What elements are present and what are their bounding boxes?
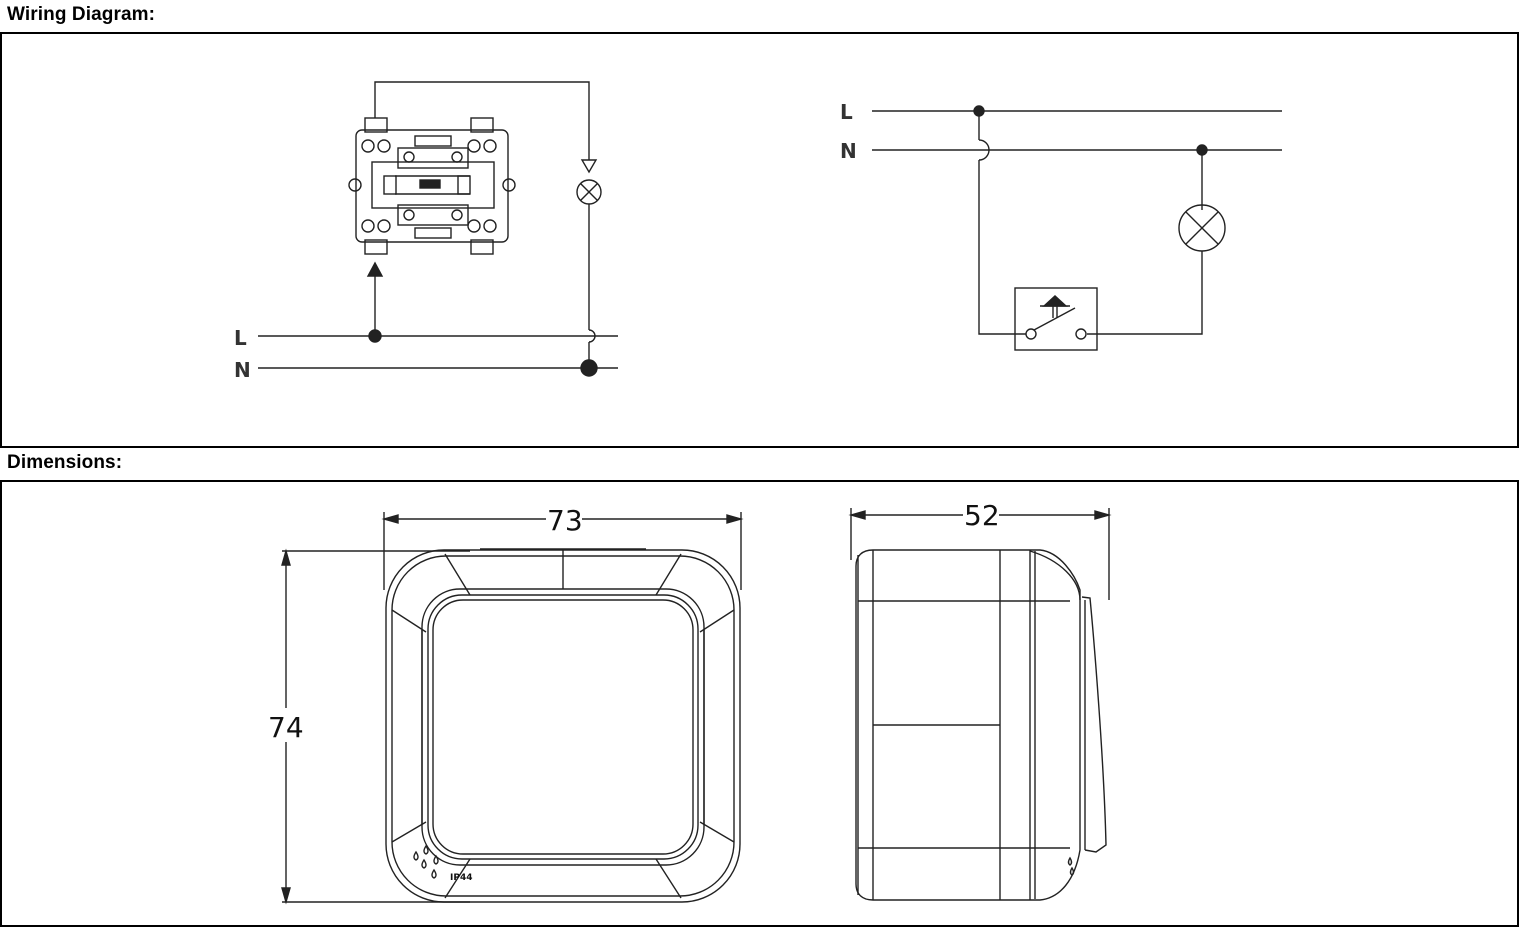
ip-rating-label: IP44 bbox=[450, 873, 472, 883]
side-view bbox=[848, 508, 1112, 901]
left-n-label: N bbox=[234, 358, 251, 382]
dimensions-title: Dimensions: bbox=[7, 452, 123, 473]
n-junction bbox=[580, 359, 598, 377]
switch-symbol-box bbox=[1014, 287, 1098, 351]
lamp-arrow bbox=[580, 159, 598, 174]
wiring-diagram-header: Wiring Diagram: bbox=[0, 0, 1519, 34]
l-junction bbox=[368, 329, 382, 343]
front-cover-plate bbox=[421, 588, 705, 866]
right-wiring-diagram bbox=[872, 105, 1282, 351]
dimensions-header: Dimensions: bbox=[0, 448, 1519, 482]
width-dimension-value: 73 bbox=[547, 504, 583, 537]
front-view bbox=[281, 512, 744, 905]
water-drop-icon bbox=[413, 844, 439, 879]
switch-mechanism bbox=[348, 117, 516, 255]
side-body bbox=[855, 549, 1081, 901]
right-l-label: L bbox=[840, 100, 853, 124]
supply-arrow bbox=[366, 261, 384, 277]
left-wiring-diagram bbox=[258, 81, 618, 377]
wiring-diagram-title: Wiring Diagram: bbox=[7, 4, 156, 25]
switch-to-lamp-wire bbox=[374, 81, 590, 160]
depth-dimension-value: 52 bbox=[964, 499, 1000, 532]
height-dimension-value: 74 bbox=[268, 711, 304, 744]
left-l-label: L bbox=[234, 326, 247, 350]
right-n-label: N bbox=[840, 139, 857, 163]
section-divider bbox=[0, 446, 1519, 448]
